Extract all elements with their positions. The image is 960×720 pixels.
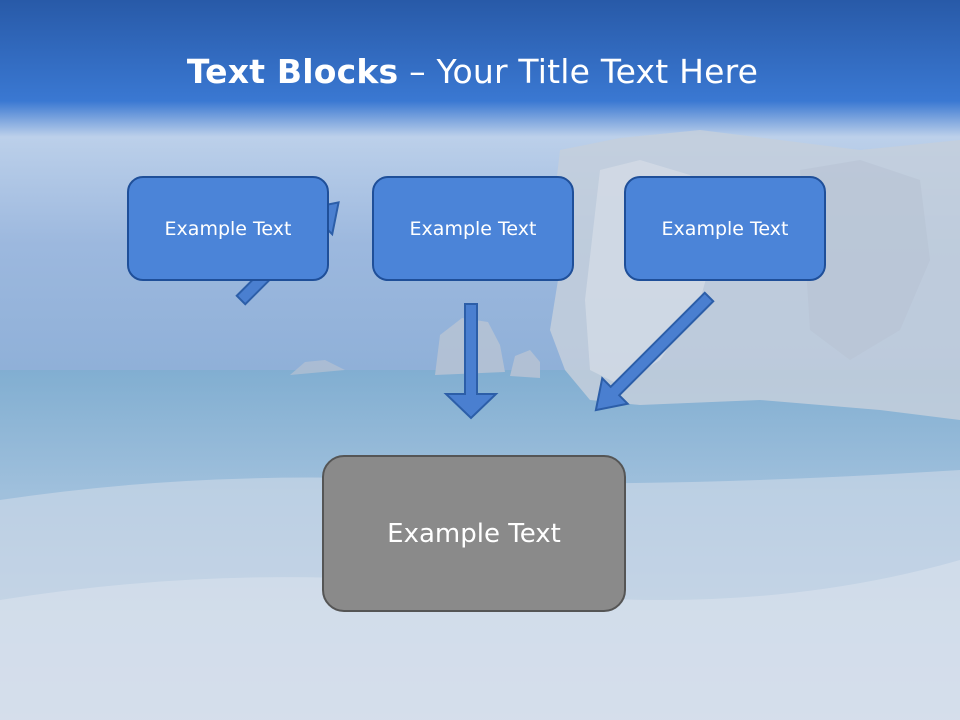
arrow-middle-down xyxy=(443,303,499,420)
text-block-right: Example Text xyxy=(624,176,826,281)
title-rest: Your Title Text Here xyxy=(436,52,759,91)
text-block-left: Example Text xyxy=(127,176,329,281)
arrow-right-diagonal xyxy=(594,291,715,412)
title-dash: – xyxy=(409,52,426,91)
title-bold-part: Text Blocks xyxy=(186,52,399,91)
slide-title: Text Blocks – Your Title Text Here xyxy=(0,52,945,91)
text-block-middle: Example Text xyxy=(372,176,574,281)
text-block-bottom: Example Text xyxy=(322,455,626,612)
